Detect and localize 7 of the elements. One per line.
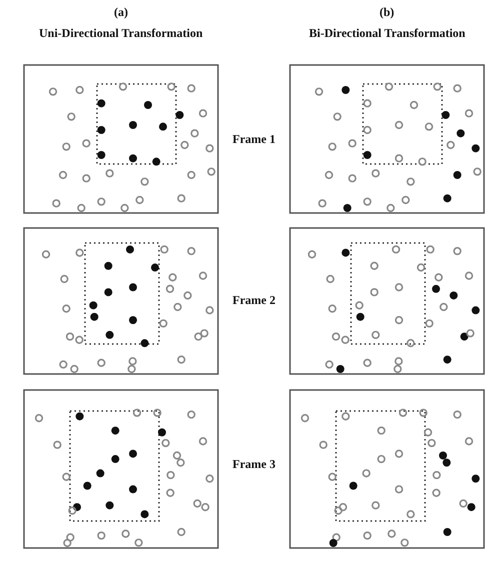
- frame-label: Frame 1: [232, 132, 276, 146]
- panel-letter: (a): [114, 4, 128, 20]
- column-heading: Uni-Directional Transformation: [39, 26, 203, 40]
- frame-label: Frame 2: [232, 292, 276, 308]
- frame-label: Frame 3: [232, 456, 276, 472]
- column-heading: Bi-Directional Transformation: [309, 26, 466, 40]
- panel-letter: (b): [380, 4, 394, 20]
